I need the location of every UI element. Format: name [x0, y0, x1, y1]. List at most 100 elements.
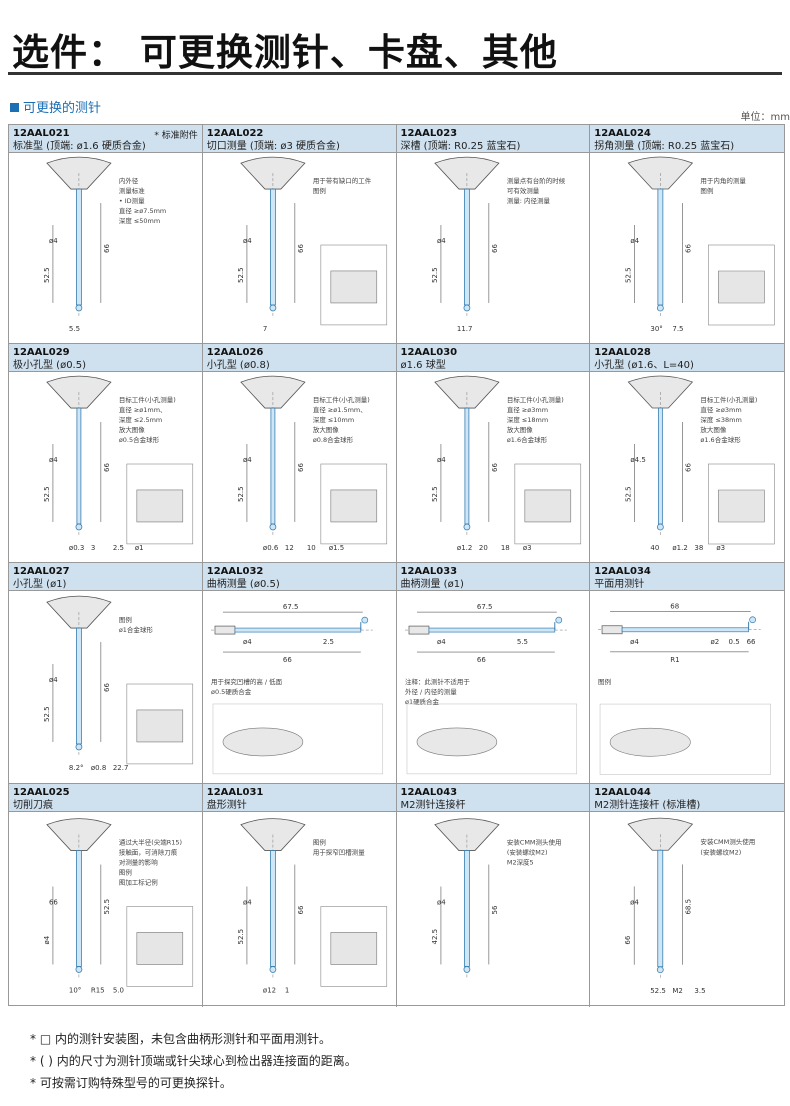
dim-label: 66	[623, 935, 632, 944]
note-text: 直径 ≥ø3mm	[701, 405, 742, 414]
workpiece-sketch	[416, 727, 497, 757]
dim-label: M2	[673, 986, 684, 995]
stylus-code: 12AAL033	[400, 566, 458, 577]
dim-label: 66	[103, 683, 111, 692]
cell-header: 12AAL022 切口测量 (顶端: ø3 硬质合金)	[202, 125, 396, 153]
note-text: 内外径	[119, 176, 139, 185]
cell-header: 12AAL023 深槽 (顶端: R0.25 蓝宝石)	[396, 125, 590, 153]
dim-label: ø0.6	[263, 544, 278, 552]
note-text: 测量点有台阶的时候	[506, 176, 565, 185]
note-text: 直径 ≥ø1.5mm、	[313, 405, 367, 414]
dim-label: ø1.2	[456, 544, 471, 552]
title-divider	[8, 72, 782, 75]
cell-header: 12AAL027 小孔型 (ø1)	[9, 563, 202, 591]
stylus-mount	[601, 625, 623, 635]
note-text: ø1.6合金球形	[701, 435, 742, 444]
cell-header: 12AAL028 小孔型 (ø1.6、L=40)	[590, 344, 784, 372]
cell-header: 12AAL033 曲柄测量 (ø1)	[396, 563, 590, 591]
dim-label: ø4	[436, 456, 445, 464]
stylus-code: 12AAL025	[13, 787, 70, 798]
inset-box	[320, 244, 387, 326]
dim-label: 22.7	[113, 764, 129, 772]
dim-label: 66	[103, 244, 111, 253]
dim-label: ø4	[436, 237, 445, 245]
note-text: 注释：此测针不适用于	[404, 677, 469, 686]
stylus-shaft	[269, 850, 276, 967]
cell-header: 12AAL043 M2测针连接杆	[396, 784, 590, 812]
cell-header: 12AAL029 极小孔型 (ø0.5)	[9, 344, 202, 372]
stylus-code: 12AAL024	[594, 128, 651, 139]
dim-label: 2.5	[113, 544, 124, 552]
cell-header: 12AAL044 M2测针连接杆 (标准槽)	[590, 784, 784, 812]
inset-box	[126, 906, 194, 987]
stylus-code: 12AAL044	[594, 787, 651, 798]
dim-label: 66	[476, 656, 485, 664]
stylus-code: 12AAL043	[400, 787, 458, 798]
dim-label: 66	[685, 244, 693, 253]
note-text: 目标工件(小孔测量)	[506, 395, 563, 404]
stylus-shaft	[463, 850, 470, 967]
dim-label: 5.0	[113, 986, 124, 994]
stylus-tip	[75, 743, 83, 751]
stylus-code: 12AAL021	[13, 128, 70, 139]
stylus-description: M2测针连接杆	[400, 800, 466, 811]
inset-box	[514, 463, 581, 545]
dim-label: 12	[285, 544, 294, 552]
dim-label: 40	[651, 544, 660, 552]
dim-label: ø4	[436, 899, 445, 907]
dim-label: ø4	[243, 638, 252, 646]
dim-label: ø4	[243, 456, 252, 464]
dim-label: ø4	[43, 935, 51, 944]
note-text: ø1.6合金球形	[506, 435, 547, 444]
stylus-description: 切口测量 (顶端: ø3 硬质合金)	[206, 141, 340, 152]
dim-label: ø4	[631, 237, 640, 245]
stylus-tip	[269, 304, 277, 312]
workpiece-sketch	[136, 489, 184, 523]
dim-label: 7.5	[673, 325, 684, 333]
note-text: 通过大半径(尖端R15)	[119, 838, 182, 847]
dim-label: 30°	[651, 325, 663, 333]
note-text: 直径 ≥ø3mm	[506, 405, 547, 414]
dim-label: 52.5	[625, 267, 633, 283]
note-text: 目标工件(小孔测量)	[313, 395, 370, 404]
stylus-shaft	[76, 627, 82, 745]
footnote: * □ 内的测针安装图，未包含曲柄形测针和平面用测针。	[30, 1032, 331, 1046]
dim-label: ø0.3	[69, 544, 84, 552]
illustration-box	[212, 703, 383, 775]
note-text: 目标工件(小孔测量)	[701, 395, 758, 404]
stylus-tip	[657, 966, 664, 974]
stylus-description: 小孔型 (ø1.6、L=40)	[594, 360, 694, 371]
inset-box	[708, 463, 775, 545]
dim-label: 66	[490, 463, 498, 472]
note-text: 深度 ≤38mm	[701, 415, 742, 424]
stylus-tip	[554, 616, 562, 624]
dim-label: 66	[685, 463, 693, 472]
unit-label: 单位：mm	[740, 112, 790, 123]
dim-label: 11.7	[456, 325, 472, 333]
workpiece-sketch	[136, 709, 184, 743]
stylus-code: 12AAL034	[594, 566, 651, 577]
dim-label: R1	[671, 655, 680, 664]
